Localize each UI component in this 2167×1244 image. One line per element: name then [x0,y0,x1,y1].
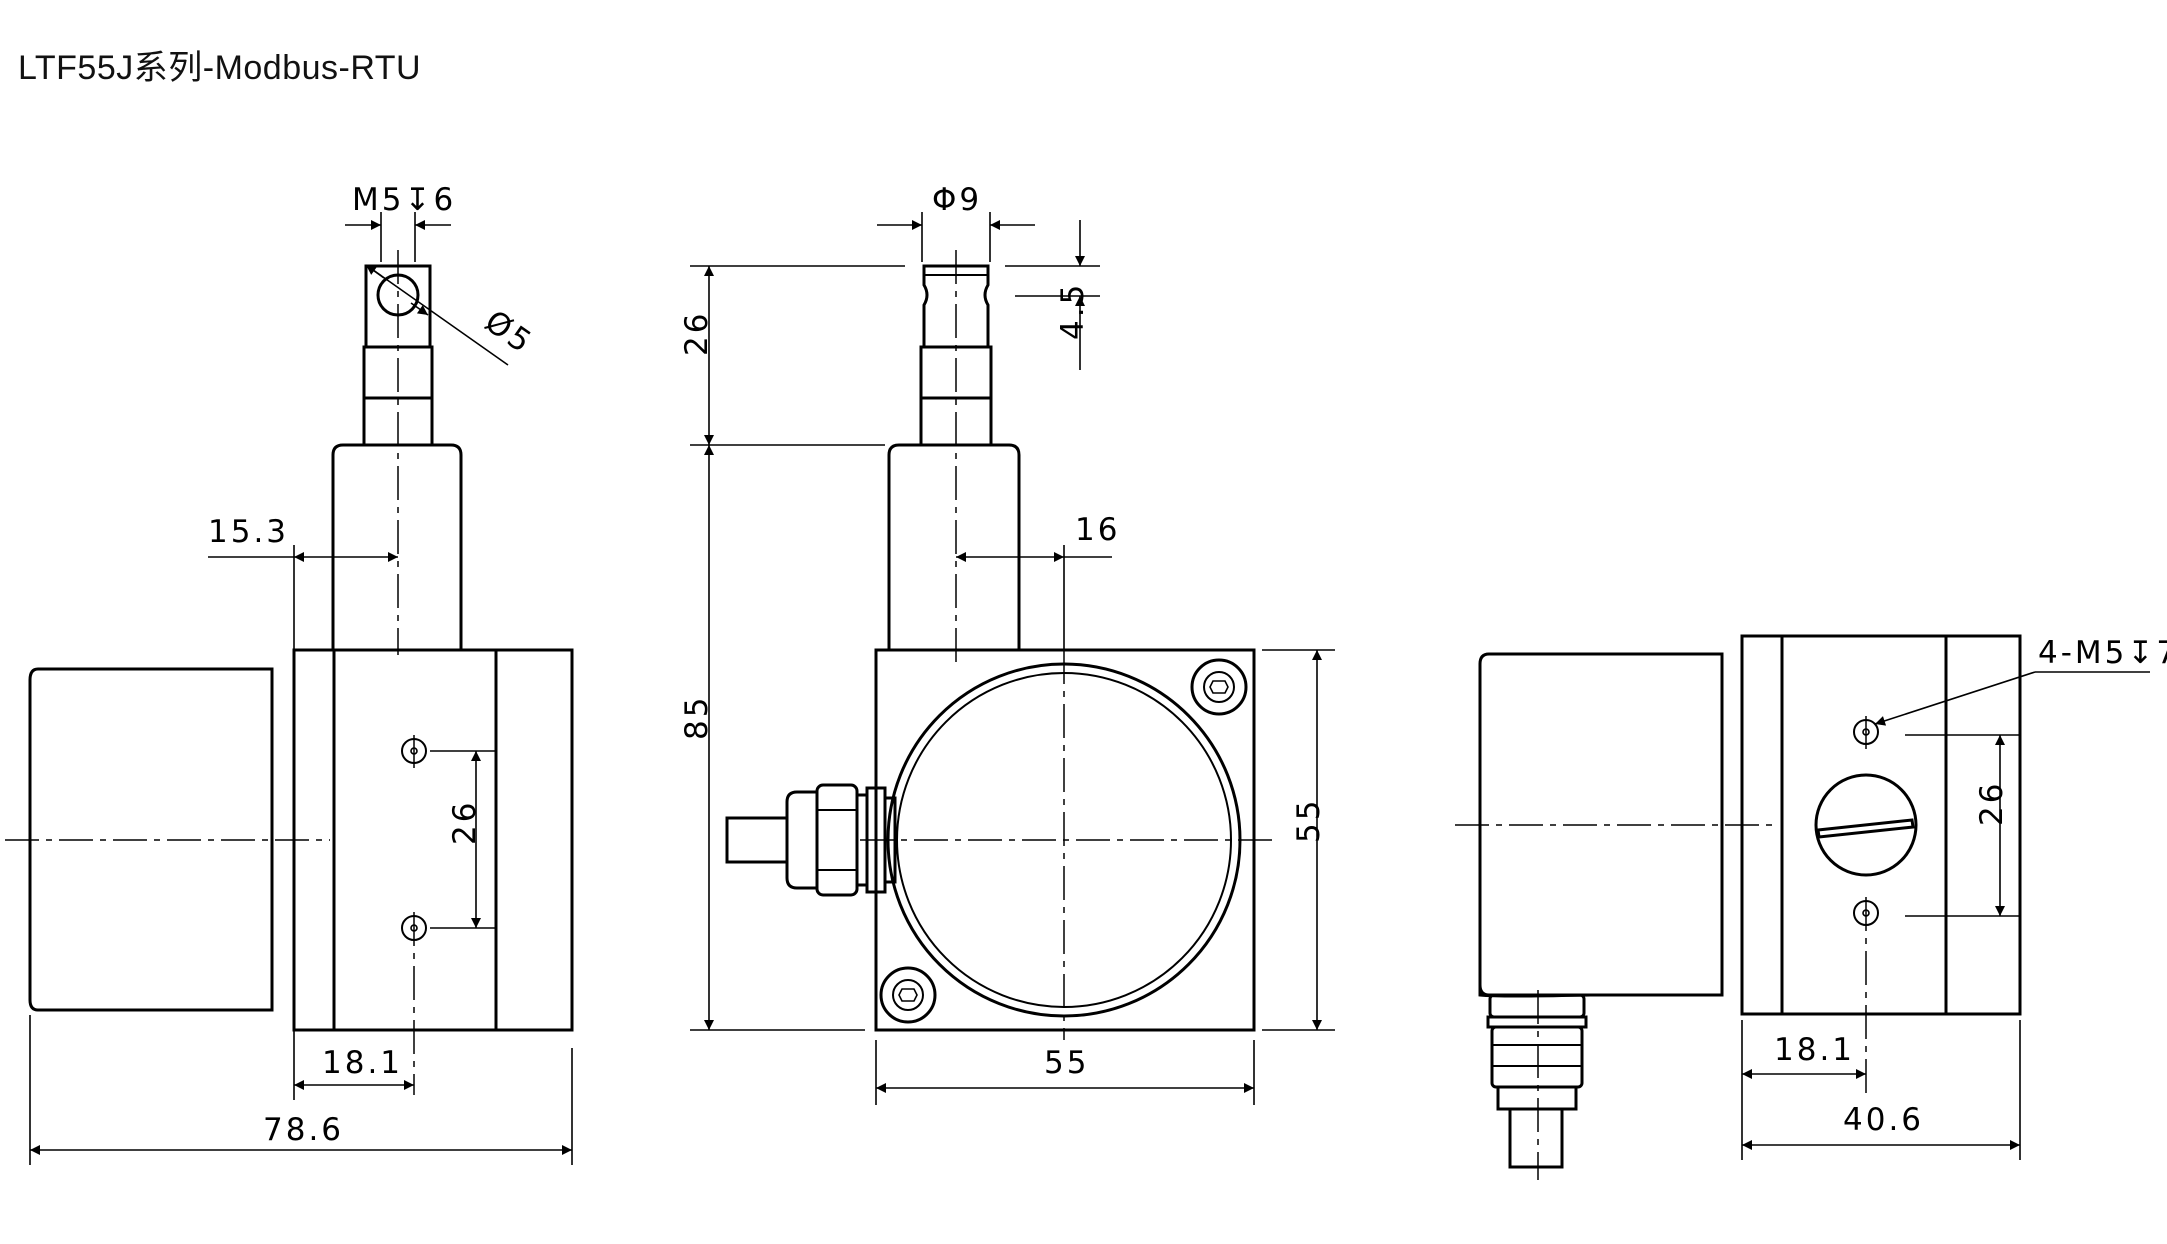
dim-front-pin-dia: Φ9 [932,182,982,218]
dim-side-thread: M5↧6 [352,182,456,218]
dim-front-body-width: 55 [1044,1045,1089,1081]
side-shaft [331,443,463,650]
dim-front-offset: 16 [1075,512,1120,548]
dim-side-hole-spacing: 26 [447,800,483,845]
dim-side-offset: 15.3 [208,514,289,550]
dim-side-total-width: 78.6 [263,1112,344,1148]
front-shaft [887,443,1021,650]
rear-dimensions: 4-M5↧7 26 18.1 40.6 [1741,635,2167,1160]
dim-rear-thread: 4-M5↧7 [2038,635,2167,671]
dim-rear-hole-offset: 18.1 [1774,1032,1855,1068]
dim-side-hole-offset: 18.1 [322,1045,403,1081]
front-screw-top [1190,658,1248,716]
dim-front-eye-height: 26 [679,311,715,356]
rear-slotted-disc [1814,773,1918,877]
side-dimensions: M5↧6 Ø5 15.3 26 18.1 78.6 [29,182,573,1165]
rear-view [1455,634,2022,1180]
dim-side-hole-dia: Ø5 [478,303,540,361]
front-screw-bottom [879,966,937,1024]
dim-rear-hole-spacing: 26 [1974,781,2010,826]
dim-front-body-height: 55 [1291,798,1327,843]
front-view [725,250,1275,1040]
dim-rear-width: 40.6 [1843,1102,1924,1138]
front-dimensions: Φ9 26 85 4.5 16 55 55 [679,182,1335,1105]
drawing-title: LTF55J系列-Modbus-RTU [18,49,422,87]
dim-front-total-height: 85 [679,695,715,740]
side-body [292,648,574,1032]
dim-front-groove: 4.5 [1055,282,1091,340]
side-view [5,250,574,1095]
side-drum [28,667,274,1012]
rear-connector [1478,985,1591,1169]
